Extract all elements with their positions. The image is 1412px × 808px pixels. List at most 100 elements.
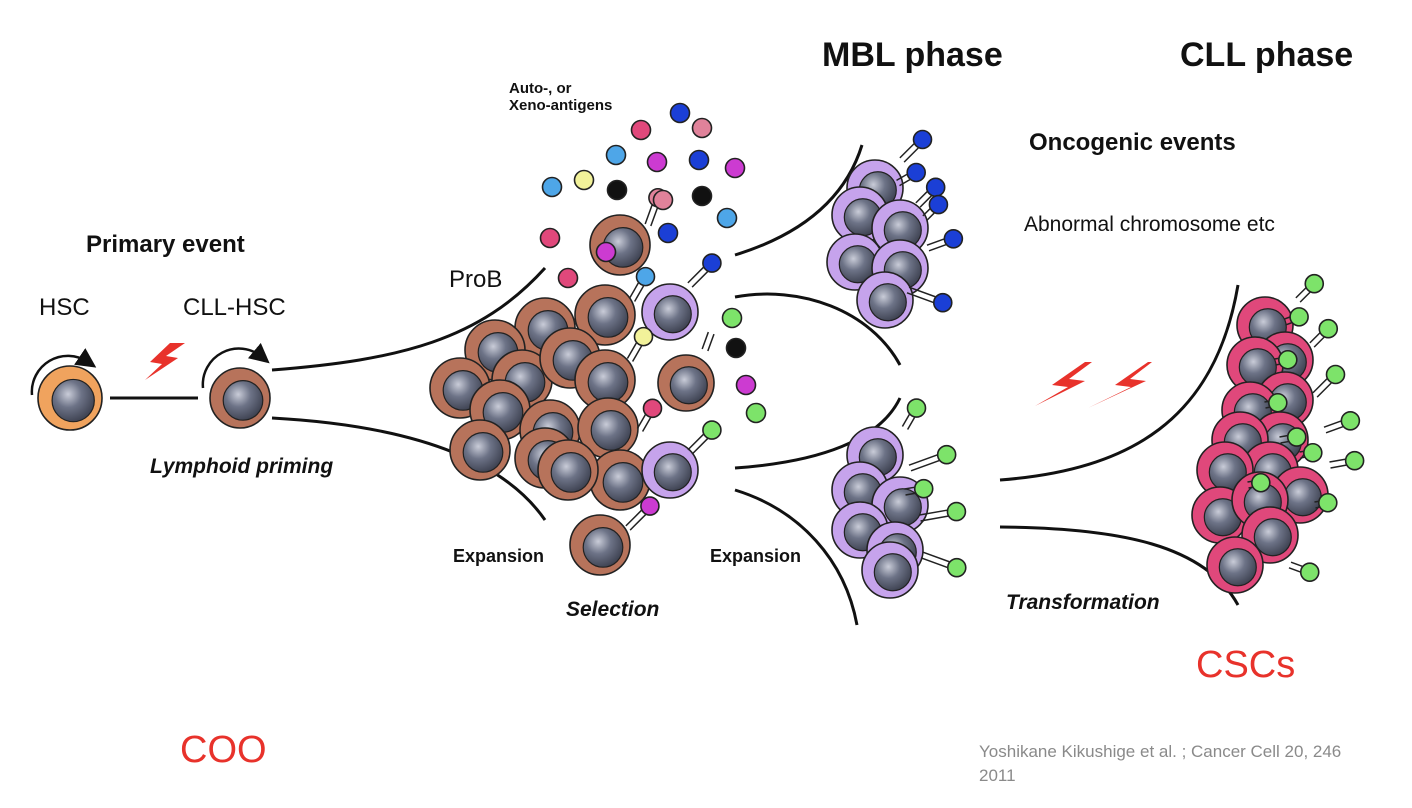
bcr-receptor [926,228,964,252]
antigen-dot [646,151,668,173]
bcr-receptor [1309,318,1339,348]
antigen-dot [691,117,713,139]
hsc-label: HSC [39,294,90,321]
bound-antigen-dot [1318,492,1338,513]
bound-antigen-dot [1325,364,1346,385]
antigen-dot [691,185,713,207]
bcr-receptor [904,478,934,499]
mbl-cell [856,271,914,329]
bcr-receptor [915,177,946,208]
bcr-receptor [1329,450,1365,471]
antigen-dot [630,119,652,141]
bound-antigen-dot [633,326,654,347]
bound-antigen-dot [1251,472,1271,493]
bound-antigen-dot [913,478,934,499]
bcr-receptor [687,253,722,288]
hsc-cell [37,365,103,431]
cll-cell [1206,536,1264,594]
antigen-dot [716,207,738,229]
antigen-dot [735,374,757,396]
bcr-receptor [1295,273,1325,303]
bound-antigen-dot [943,228,964,249]
prob-cell [574,349,636,411]
bcr-receptor [687,420,722,455]
mbl-cell [826,233,884,291]
bcr-receptor [701,331,715,352]
antigen-dot [539,227,561,249]
selected-b-cell [641,441,699,499]
funnel-lower-line-1 [271,416,547,521]
bound-antigen-dot [642,398,663,419]
bcr-receptor [1314,492,1338,513]
lymphoid-priming-label: Lymphoid priming [150,455,334,478]
antigen-dot [725,337,747,359]
bound-antigen-dot [635,266,656,287]
bcr-receptor [901,398,927,430]
oncogenic-events-heading: Oncogenic events [1029,129,1236,156]
bcr-receptor [628,266,656,302]
bound-antigen-dot [946,557,967,578]
bcr-receptor [1299,442,1323,463]
bcr-receptor [1283,307,1309,327]
bound-antigen-dot [946,501,967,522]
bcr-receptor [1247,472,1271,493]
bound-antigen-dot [702,253,722,273]
prob-label: ProB [449,266,503,293]
mbl-upper-branch-bottom [734,292,902,366]
bcr-receptor [1264,392,1288,413]
bcr-receptor [920,551,967,578]
funnel-upper-line-1 [271,266,547,372]
antigen-dot [573,169,595,191]
prob-cell [657,354,715,412]
bcr-receptor [908,444,957,472]
bound-antigen-dot [1318,318,1339,339]
cll-phase-heading: CLL phase [1180,36,1354,74]
bound-antigen-dot [906,162,926,183]
bound-antigen-dot [640,496,660,516]
antigen-dot [724,157,746,179]
antigen-dot [541,176,563,198]
lightning-bolt-icon [145,343,185,380]
prob-cell [537,439,599,501]
cll-upper-line [999,284,1240,482]
expansion-label-1: Expansion [453,546,545,566]
bcr-receptor [625,496,660,531]
bound-antigen-dot [1299,562,1320,582]
antigen-dot [652,189,674,211]
antigen-dot [721,307,743,329]
bcr-receptor [636,398,663,432]
antigen-dot [605,144,627,166]
cscs-label: CSCs [1196,644,1296,686]
antigen-dot [595,241,617,263]
bound-antigen-dot [1303,442,1323,463]
citation: Yoshikane Kikushige et al. ; Cancer Cell… [979,740,1412,788]
antigens-layer [539,102,1365,582]
hsc-self-renewal-arrow [30,348,97,396]
prob-cell [574,284,636,346]
mbl-phase-heading: MBL phase [822,36,1003,74]
mbl-cell [861,541,919,599]
bcr-receptor [1323,410,1361,434]
bound-antigen-dot [1278,349,1298,370]
antigen-dot [688,149,710,171]
primary-event-heading: Primary event [86,231,245,258]
bcr-receptor [899,129,933,163]
bound-antigen-dot [1268,392,1288,413]
bcr-receptor [919,501,967,522]
bcr-receptor [1279,427,1307,447]
citation-line-1: Yoshikane Kikushige et al. ; Cancer Cell… [979,742,1342,761]
abnormal-chromosome-label: Abnormal chromosome etc [1024,213,1275,236]
bound-antigen-dot [1340,410,1361,431]
cll-hsc-cell [209,367,271,429]
selection-label: Selection [566,598,660,621]
lightning-bolt-icon [1088,362,1152,408]
mbl-lower-branch-bottom [734,488,859,626]
mbl-upper-branch-top [734,144,864,257]
bound-antigen-dot [702,420,722,440]
prob-cell [589,449,651,511]
mbl-cell [871,199,929,257]
antigen-dot [657,222,679,244]
mbl-lower-branch-top [734,397,902,470]
antigen-dot [669,102,691,124]
antigen-dot [606,179,628,201]
